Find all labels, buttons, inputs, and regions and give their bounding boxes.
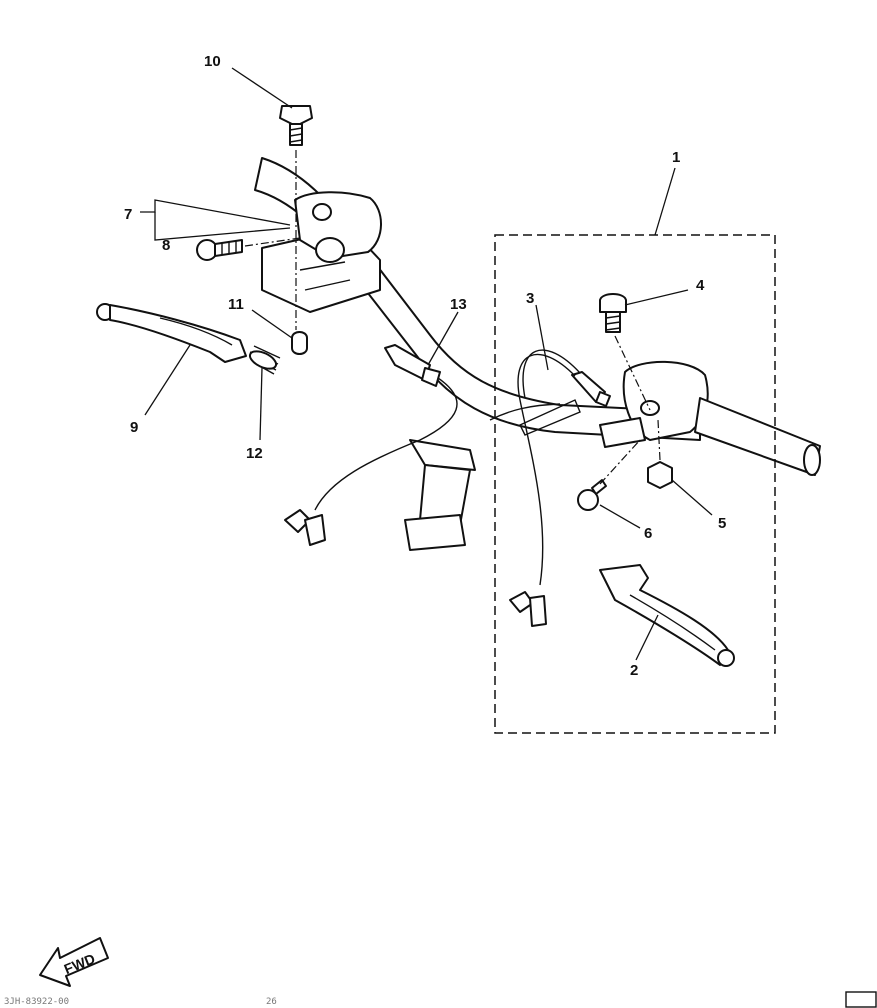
- adjuster-screw: [196, 239, 243, 261]
- brake-switch: [509, 349, 611, 627]
- callout-5: 5: [718, 515, 726, 532]
- callout-11: 11: [228, 296, 244, 313]
- holder-bolt: [599, 293, 627, 333]
- footer-page-number: 26: [266, 997, 277, 1007]
- clutch-switch: [284, 344, 458, 546]
- assembly-frame: [494, 234, 776, 734]
- callout-1: 1: [672, 149, 680, 166]
- callout-9: 9: [130, 419, 138, 436]
- callout-6: 6: [644, 525, 652, 542]
- spring: [248, 345, 281, 375]
- callout-2: 2: [630, 662, 638, 679]
- callout-3: 3: [526, 290, 534, 307]
- footer-part-code: 3JH-83922-00: [4, 997, 69, 1007]
- callout-10: 10: [204, 53, 221, 70]
- callout-12: 12: [246, 445, 263, 462]
- clutch-lever-holder: [261, 191, 382, 355]
- corner-box: [845, 991, 877, 1008]
- pivot-screw: [577, 479, 607, 511]
- callout-8: 8: [162, 237, 170, 254]
- callout-7: 7: [124, 206, 132, 223]
- brake-lever-holder: [599, 360, 821, 476]
- callout-13: 13: [450, 296, 467, 313]
- brake-lever: [599, 564, 735, 667]
- leader-lines: [140, 67, 713, 661]
- lock-nut: [647, 461, 673, 489]
- fwd-arrow-icon: FWD: [39, 937, 109, 987]
- callout-4: 4: [696, 277, 705, 294]
- pivot-bolt: [279, 105, 313, 146]
- clutch-lever: [96, 303, 247, 363]
